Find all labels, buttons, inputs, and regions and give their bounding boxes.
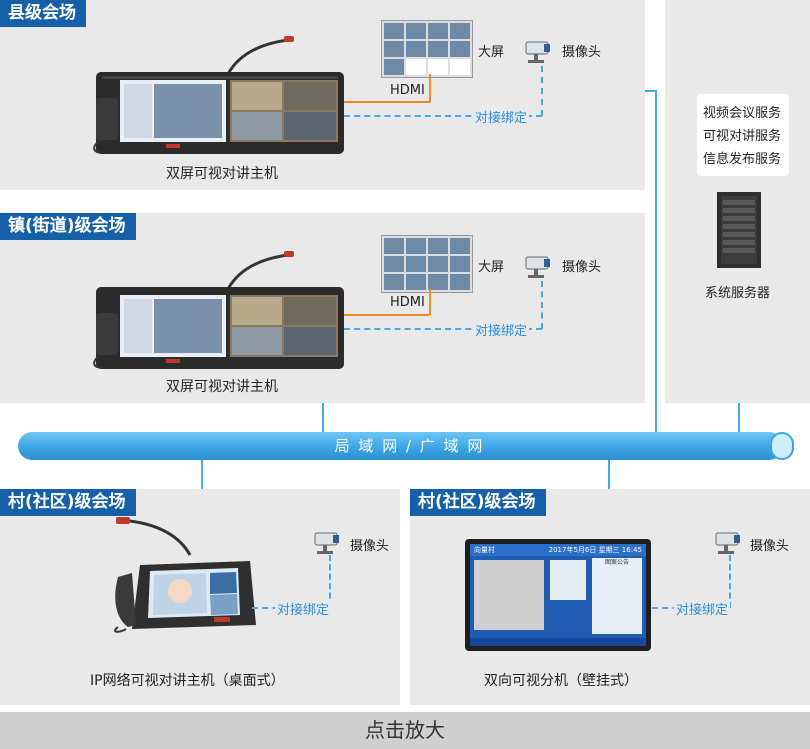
server-icon: [713, 190, 765, 270]
terminal-brand: 向量村: [474, 544, 495, 556]
town-panel: 镇(街道)级会场 大屏 摄像头 HDMI 对接绑定 双屏可视对讲主机: [0, 213, 645, 403]
camera-label-county: 摄像头: [562, 41, 601, 60]
device-label-town: 双屏可视对讲主机: [166, 376, 278, 396]
terminal-video-small: [550, 560, 586, 600]
hdmi-label-town: HDMI: [390, 295, 425, 310]
camera-icon: [311, 529, 343, 555]
service-video-meeting: 视频会议服务: [703, 102, 781, 121]
camera-icon: [522, 38, 554, 64]
server-panel: 视频会议服务 可视对讲服务 信息发布服务 系统服务器: [665, 0, 810, 403]
device-label-village-right: 双向可视分机（壁挂式）: [484, 670, 638, 690]
village-right-panel: 村(社区)级会场 向量村 2017年5月6日 星期三 16:45 图案公告 摄像…: [410, 489, 810, 705]
town-panel-title: 镇(街道)级会场: [0, 213, 136, 240]
hdmi-link-town: [344, 314, 430, 316]
services-box: 视频会议服务 可视对讲服务 信息发布服务: [697, 94, 789, 176]
hdmi-label-county: HDMI: [390, 83, 425, 98]
network-bus: 局 域 网 / 广 域 网: [18, 432, 783, 460]
terminal-screen: 向量村 2017年5月6日 星期三 16:45 图案公告: [470, 544, 646, 646]
camera-icon: [712, 529, 744, 555]
wall-intercom-terminal: 向量村 2017年5月6日 星期三 16:45 图案公告: [465, 539, 651, 651]
bind-label-town: 对接绑定: [473, 320, 529, 339]
link-county-to-network: [655, 90, 657, 434]
network-bus-end: [770, 432, 794, 460]
bind-label-village-left: 对接绑定: [275, 599, 331, 618]
bind-label-village-right: 对接绑定: [674, 599, 730, 618]
zoom-button[interactable]: 点击放大: [0, 712, 810, 749]
big-screen-county: [381, 20, 473, 78]
link-network-to-village-right: [608, 459, 610, 489]
big-screen-town: [381, 235, 473, 293]
village-left-panel: 村(社区)级会场 摄像头 对接绑定 IP网络可视对讲主机（桌面式）: [0, 489, 400, 705]
hdmi-link-town-vertical: [429, 289, 431, 315]
dual-screen-host-county: [88, 36, 346, 156]
link-county-horizontal: [645, 90, 657, 92]
camera-label-town: 摄像头: [562, 256, 601, 275]
terminal-news-title: 图案公告: [592, 558, 642, 568]
link-network-to-village-left: [201, 459, 203, 489]
terminal-header: 向量村 2017年5月6日 星期三 16:45: [470, 544, 646, 556]
terminal-video-main: [474, 560, 544, 630]
bind-link-county-vertical: [541, 66, 543, 116]
terminal-date: 2017年5月6日 星期三 16:45: [549, 544, 642, 556]
device-label-county: 双屏可视对讲主机: [166, 163, 278, 183]
bind-link-town-vertical: [541, 281, 543, 329]
hdmi-link-county-vertical: [429, 74, 431, 102]
hdmi-link-county: [344, 101, 430, 103]
link-server-to-network: [738, 403, 740, 433]
village-right-panel-title: 村(社区)级会场: [410, 489, 546, 516]
camera-icon: [522, 253, 554, 279]
service-intercom: 可视对讲服务: [703, 125, 781, 144]
county-panel-title: 县级会场: [0, 0, 86, 27]
service-info-publish: 信息发布服务: [703, 148, 781, 167]
county-panel: 县级会场 大屏 摄像头 HDMI 对接绑定 双屏可视对讲主机: [0, 0, 645, 190]
dual-screen-host-town: [88, 251, 346, 371]
link-town-to-network: [322, 403, 324, 433]
network-label: 局 域 网 / 广 域 网: [18, 432, 801, 460]
big-screen-label-town: 大屏: [478, 256, 504, 275]
camera-label-village-right: 摄像头: [750, 535, 789, 554]
camera-label-village-left: 摄像头: [350, 535, 389, 554]
big-screen-label-county: 大屏: [478, 41, 504, 60]
server-label: 系统服务器: [705, 282, 770, 301]
device-label-village-left: IP网络可视对讲主机（桌面式）: [90, 670, 285, 690]
desktop-intercom-host: [110, 515, 260, 633]
terminal-ticker: [470, 638, 646, 646]
village-left-panel-title: 村(社区)级会场: [0, 489, 136, 516]
terminal-news-panel: 图案公告: [592, 558, 642, 634]
bind-label-county: 对接绑定: [473, 107, 529, 126]
